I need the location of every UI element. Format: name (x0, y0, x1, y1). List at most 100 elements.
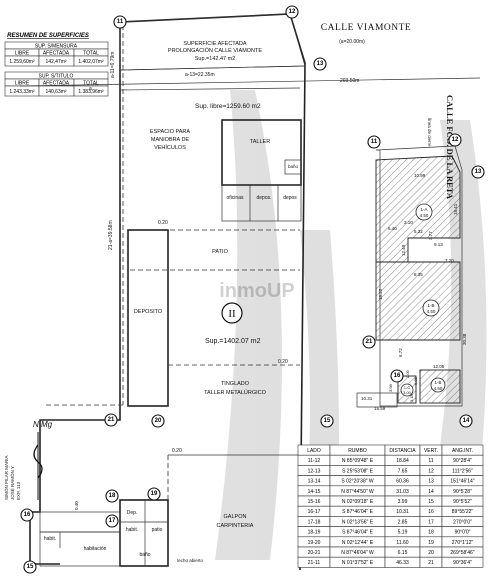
titulo-header: SUP. S/TITULO (39, 74, 74, 80)
badge-15: 15 (23, 560, 37, 574)
dep-label: Dep. (127, 510, 138, 516)
rumbos-row-5-col-0: 16-17 (308, 509, 321, 515)
badge-13: 13 (313, 57, 327, 71)
inset-badge-14: 14 (459, 414, 473, 428)
inset-dim-16: 15.59 (374, 406, 386, 411)
inset-dim-2: 5.32 (414, 229, 423, 234)
mensura-afectada: 142,47m² (45, 59, 66, 65)
rumbos-row-6-col-0: 17-18 (308, 519, 321, 525)
inset-dim-7: 18.22 (378, 288, 383, 300)
badge-21: 21 (104, 413, 118, 427)
titulo-total: 1.383,96m² (78, 89, 104, 95)
inset-dim-11: 30.38 (462, 333, 467, 345)
north-label: N Mg (33, 420, 53, 429)
rumbos-row-9-col-0: 20-21 (308, 550, 321, 556)
svg-text:12: 12 (452, 137, 459, 143)
lot-marker: II Sup.=1402.07 m2 (205, 302, 261, 345)
inset-dim-4: 3.10 (404, 220, 413, 225)
rumbos-header-4: ANG.INT. (452, 448, 473, 454)
dim-020-a: 0.20 (158, 220, 168, 226)
rumbos-row-2-col-4: 151°46'14" (450, 479, 474, 485)
inset-block-1b2-id: 1-B (434, 380, 441, 385)
rumbos-row-5-col-3: 16 (428, 509, 434, 515)
rumbos-row-7-col-1: S 87°46'04" E (342, 530, 374, 536)
rumbos-row-9-col-1: N 87°46'04" W (341, 550, 374, 556)
badge-17: 17 (105, 514, 119, 528)
deposito-label: DEPOSITO (134, 309, 163, 315)
mensura-header: SUP. S/MENSURA (35, 44, 78, 50)
rumbos-row-5-col-1: S 87°46'04" E (342, 509, 374, 515)
dim-020-b: 0.20 (278, 359, 288, 365)
rumbos-row-0-col-2: 18.84 (396, 458, 409, 464)
inset-dim-0: 10.99 (414, 173, 426, 178)
rumbos-row-4-col-3: 15 (428, 499, 434, 505)
lot-area: Sup.=1402.07 m2 (205, 338, 261, 345)
titulo-afectada: 140,63m² (45, 89, 66, 95)
oficinas-label: oficinas (227, 195, 244, 201)
espacio-1: ESPACIO PARA (150, 129, 190, 135)
rumbos-row-0-col-3: 11 (428, 458, 433, 464)
mensura-col-libre: LIBRE (15, 51, 30, 57)
dim-020-c: 0.20 (172, 448, 182, 454)
rumbos-row-9-col-2: 6.15 (398, 550, 408, 556)
d1-dim: 203.50m (340, 78, 359, 84)
rumbos-row-6-col-2: 2.85 (398, 519, 408, 525)
rumbos-row-0-col-0: 11-12 (308, 458, 321, 464)
svg-text:15: 15 (324, 418, 331, 424)
rumbos-row-8-col-3: 19 (428, 540, 434, 546)
street-title: CALLE VIAMONTE (321, 23, 411, 33)
plan-labels: SUPERFICIE AFECTADA PROLONGACIÓN CALLE V… (3, 41, 359, 563)
patio2-label: patio (152, 527, 163, 533)
rumbos-row-0-col-1: N 85°09'48" E (342, 458, 374, 464)
galpon-1: GALPON (224, 514, 247, 520)
bano-label: baño (288, 164, 299, 169)
rumbos-row-7-col-2: 5.19 (398, 530, 408, 536)
depos-label-2: depos (283, 195, 297, 201)
svg-text:15: 15 (27, 564, 34, 570)
habit-label-1: habit. (126, 527, 138, 533)
inset-dim-1: 6.40 (388, 226, 397, 231)
rumbos-cell (441, 556, 484, 568)
titulo-col-libre: LIBRE (15, 81, 30, 87)
rumbos-row-2-col-1: S 02°20'38" W (341, 479, 374, 485)
badge-20: 20 (151, 414, 165, 428)
afectada-3: Sup.=142.47 m2 (195, 56, 236, 62)
badge-18: 18 (105, 489, 119, 503)
badge-12: 12 (285, 5, 299, 19)
inset-badge-12: 12 (448, 133, 462, 147)
mensura-total: 1.402,07m² (78, 59, 104, 65)
north-arrow: N Mg (33, 420, 53, 500)
rumbos-row-10-col-3: 21 (428, 560, 434, 566)
watermark-logo: inmoUP (219, 280, 295, 302)
buildings (39, 119, 302, 567)
svg-text:21: 21 (366, 339, 373, 345)
rumbos-row-1-col-4: 111°2'56" (452, 468, 473, 474)
habit-label-2: habit. (44, 536, 56, 542)
rumbos-row-10-col-0: 21-11 (308, 560, 321, 566)
inset-block-1a-id: 1-A (420, 207, 427, 212)
a-label: a (89, 86, 92, 92)
dim-040: 0.40 (74, 501, 79, 510)
svg-text:13: 13 (475, 169, 482, 175)
neighbor-2: JOSÉ RAMÓN Y (9, 466, 15, 500)
svg-text:20: 20 (155, 418, 162, 424)
bano2-label: baño (139, 552, 150, 558)
titulo-col-total: TOTAL (83, 81, 99, 87)
a11-dim: a-11=6.79m (110, 52, 116, 78)
rumbos-row-9-col-4: 269°58'46" (450, 550, 474, 556)
rumbos-row-10-col-4: 90°36'4" (453, 560, 472, 566)
rumbos-row-2-col-2: 60.36 (396, 479, 409, 485)
inset-badge-11: 11 (367, 135, 381, 149)
a13-dim: a-13=22.35m (185, 72, 215, 78)
lot-number: II (228, 308, 236, 320)
inset-dim-19: 12.05 (433, 364, 445, 369)
left-dim: 21-a=39.58m (108, 220, 114, 250)
rumbos-row-5-col-4: 89°55'22" (452, 509, 474, 515)
mensura-libre: 1.259,60m² (9, 59, 35, 65)
inset-dim-13: 2.09 (405, 369, 410, 378)
linea-cierre: línea de cierre (427, 118, 432, 147)
rumbos-row-3-col-1: N 87°44'50" W (341, 489, 374, 495)
svg-text:16: 16 (24, 512, 31, 518)
inset-dim-5: 7.20 (445, 258, 454, 263)
